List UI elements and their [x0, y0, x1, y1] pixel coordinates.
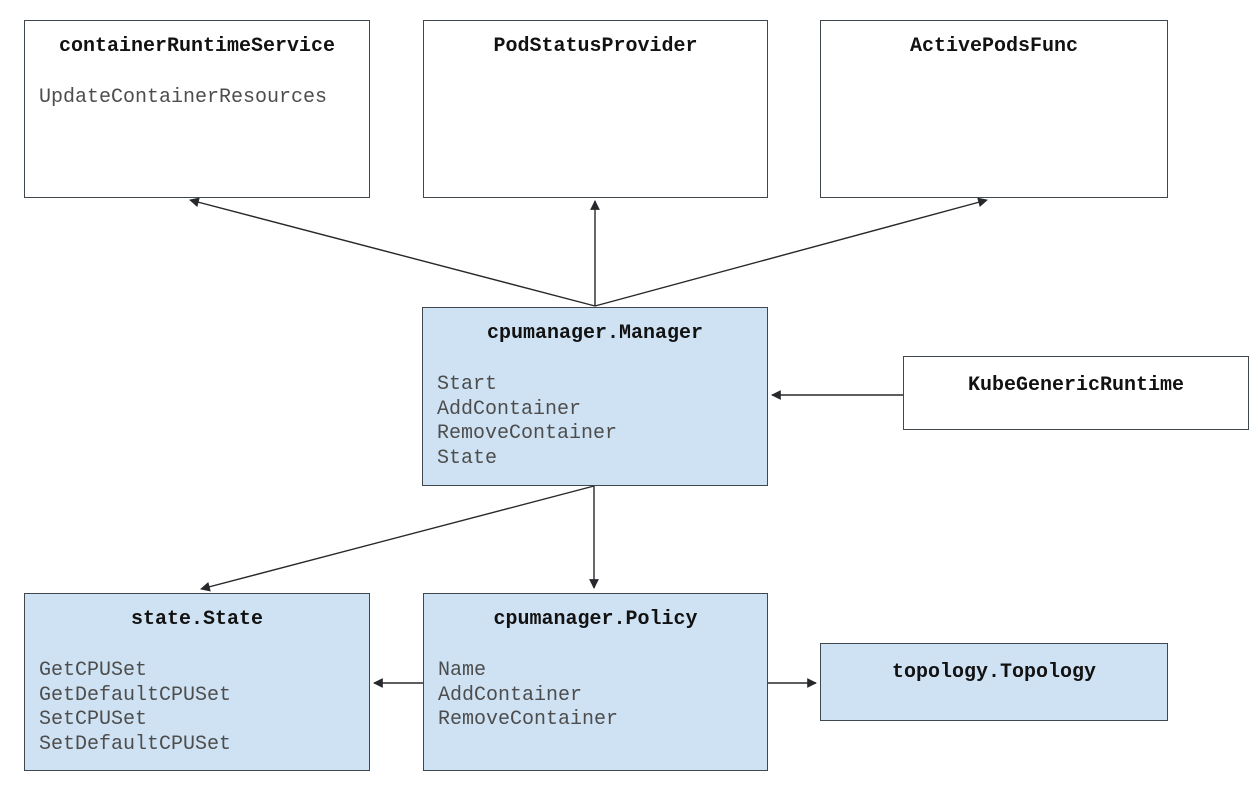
node-title: state.State: [130, 608, 264, 631]
node-cpumanager-policy: cpumanager.Policy Name AddContainer Remo…: [423, 593, 768, 771]
node-methods: GetCPUSet GetDefaultCPUSet SetCPUSet Set…: [39, 659, 232, 756]
node-cpumanager-manager: cpumanager.Manager Start AddContainer Re…: [422, 307, 768, 486]
node-methods: UpdateContainerResources: [39, 86, 328, 109]
arrow-manager-to-active-pods-func: [594, 197, 988, 307]
node-methods: Name AddContainer RemoveContainer: [438, 659, 619, 731]
arrow-manager-to-state-state: [200, 485, 595, 592]
node-title: ActivePodsFunc: [909, 35, 1079, 58]
node-title: cpumanager.Policy: [493, 608, 698, 631]
node-title: containerRuntimeService: [58, 35, 336, 58]
node-pod-status-provider: PodStatusProvider: [423, 20, 768, 198]
node-title: cpumanager.Manager: [486, 322, 704, 345]
node-title: topology.Topology: [891, 661, 1097, 684]
node-methods: Start AddContainer RemoveContainer State: [437, 373, 618, 470]
arrow-manager-to-container-runtime-service: [189, 197, 596, 307]
node-topology-topology: topology.Topology: [820, 643, 1168, 721]
node-state-state: state.State GetCPUSet GetDefaultCPUSet S…: [24, 593, 370, 771]
node-title: KubeGenericRuntime: [967, 374, 1185, 397]
node-active-pods-func: ActivePodsFunc: [820, 20, 1168, 198]
node-container-runtime-service: containerRuntimeService UpdateContainerR…: [24, 20, 370, 198]
node-kube-generic-runtime: KubeGenericRuntime: [903, 356, 1249, 430]
node-title: PodStatusProvider: [493, 35, 698, 58]
